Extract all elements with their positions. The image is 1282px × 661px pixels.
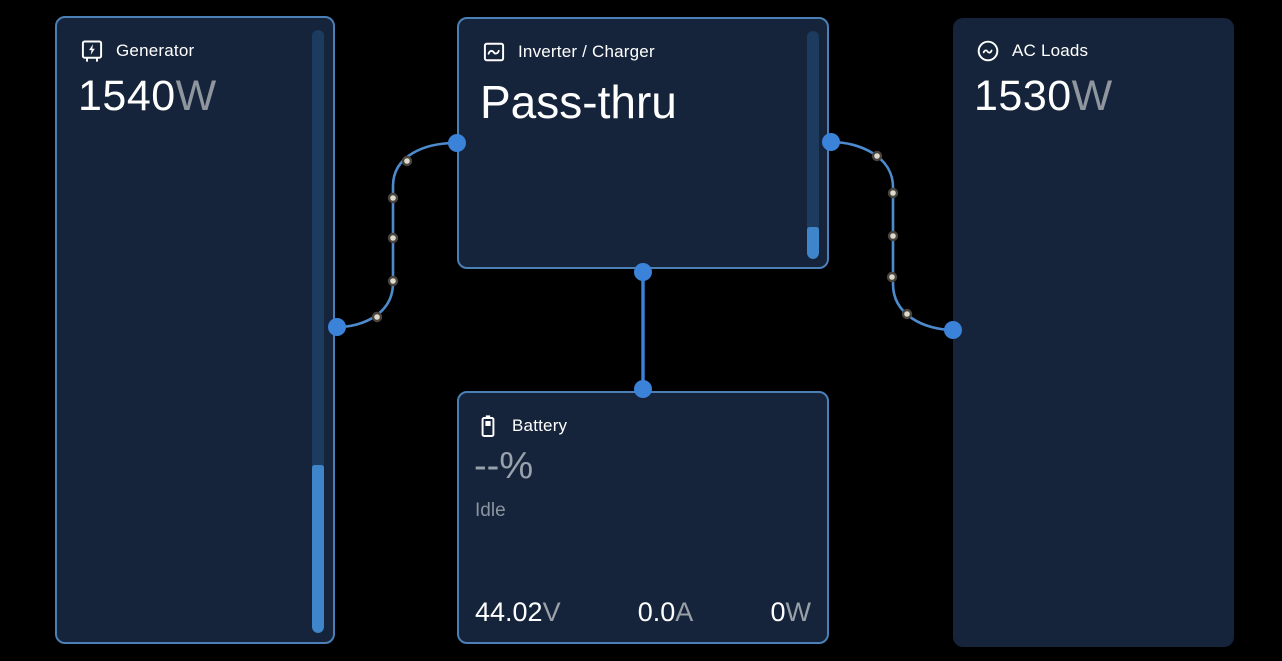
battery-soc-unit: % (499, 445, 534, 487)
generator-tile[interactable]: Generator 1540W (55, 16, 335, 644)
flow-particles-inverter-acloads (871, 150, 913, 320)
inverter-label: Inverter / Charger (518, 42, 655, 61)
inverter-gauge-fill (807, 227, 819, 259)
battery-icon (481, 415, 495, 437)
ac-loads-unit: W (1071, 72, 1113, 120)
inverter-gauge (807, 31, 819, 259)
battery-voltage-unit: V (542, 597, 561, 627)
battery-power: 0W (770, 597, 811, 627)
battery-voltage: 44.02V (475, 597, 561, 627)
generator-gauge (312, 30, 324, 633)
generator-unit: W (175, 72, 217, 120)
battery-current: 0.0A (637, 597, 694, 627)
generator-icon (81, 40, 103, 62)
inverter-state: Pass-thru (480, 76, 677, 128)
flow-path-generator-inverter (336, 141, 457, 329)
ac-loads-header: AC Loads (953, 18, 1234, 64)
battery-current-unit: A (675, 597, 694, 627)
generator-gauge-fill (312, 465, 324, 633)
ac-loads-icon (977, 40, 999, 62)
battery-power-unit: W (785, 597, 811, 627)
inverter-charger-icon (483, 42, 505, 62)
battery-label: Battery (512, 416, 568, 435)
battery-header: Battery (459, 393, 827, 439)
battery-tile[interactable]: Battery --% Idle 44.02V 0.0A 0W (457, 391, 829, 644)
inverter-header: Inverter / Charger (459, 19, 827, 65)
battery-state: Idle (475, 500, 506, 521)
generator-header: Generator (57, 18, 333, 64)
ac-loads-label: AC Loads (1012, 41, 1089, 60)
battery-measurements: 44.02V 0.0A 0W (459, 597, 827, 628)
ac-loads-tile[interactable]: AC Loads 1530W (953, 18, 1234, 647)
flow-particles-generator-inverter (371, 155, 413, 323)
inverter-charger-tile[interactable]: Inverter / Charger Pass-thru (457, 17, 829, 269)
generator-label: Generator (116, 41, 195, 60)
battery-soc: --% (474, 445, 534, 487)
generator-value: 1540W (78, 72, 217, 120)
ac-loads-value: 1530W (974, 72, 1113, 120)
flow-path-inverter-acloads (830, 140, 955, 332)
